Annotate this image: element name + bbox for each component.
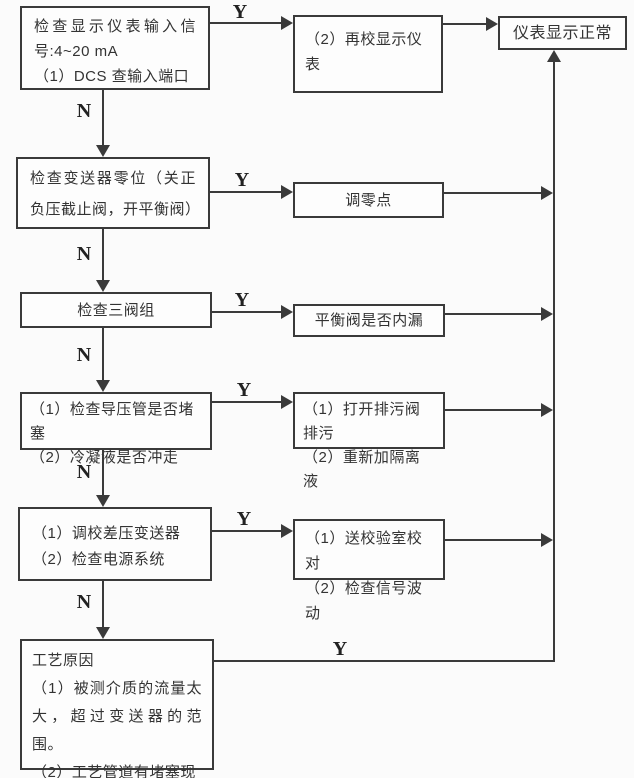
label-yes-3: Y bbox=[234, 289, 250, 311]
node-open-drain-valve: （1）打开排污阀排污 （2）重新加隔离液 bbox=[293, 392, 445, 490]
edge-check-input-to-recalibrate-line bbox=[210, 22, 281, 24]
edge-lab-to-trunk-line bbox=[445, 539, 541, 541]
edge-no-4-line bbox=[102, 450, 104, 496]
edge-calibrate-to-lab-line bbox=[212, 530, 281, 532]
edge-check-input-to-recalibrate-arrowhead-icon bbox=[281, 16, 293, 30]
edge-three-valve-to-balance-line bbox=[212, 311, 281, 313]
node-text: （2）工艺管道有堵塞现象。 bbox=[32, 764, 196, 778]
label-no-2: N bbox=[76, 243, 92, 265]
node-balance-valve-leak: 平衡阀是否内漏 bbox=[293, 304, 445, 337]
edge-recalibrate-to-normal-line bbox=[443, 23, 486, 25]
edge-drain-to-trunk-arrowhead-icon bbox=[541, 403, 553, 417]
node-text: （2）检查信号波动 bbox=[305, 580, 423, 622]
label-yes-4: Y bbox=[236, 379, 252, 401]
node-recalibrate-display: （2）再校显示仪表 bbox=[293, 15, 443, 93]
edge-balance-to-trunk-line bbox=[445, 313, 541, 315]
node-text: （1）送校验室校对 bbox=[305, 530, 423, 572]
edge-no-2-line bbox=[102, 229, 104, 281]
label-no-1: N bbox=[76, 100, 92, 122]
node-check-impulse-pipe: （1）检查导压管是否堵塞 （2）冷凝液是否冲走 bbox=[20, 392, 212, 466]
node-check-transmitter-zero: 检查变送器零位（关正负压截止阀，开平衡阀） bbox=[16, 157, 210, 229]
edge-no-2-arrowhead-icon bbox=[96, 280, 110, 292]
node-text: （1）检查导压管是否堵塞 bbox=[30, 401, 194, 442]
node-text: （1）DCS 查输入端口 bbox=[34, 68, 190, 85]
label-no-3: N bbox=[76, 344, 92, 366]
edge-adjust-to-trunk-arrowhead-icon bbox=[541, 186, 553, 200]
node-text: 检查变送器零位（关正负压截止阀，开平衡阀） bbox=[30, 170, 201, 218]
node-text: （2）检查电源系统 bbox=[32, 551, 165, 568]
edge-lab-to-trunk-arrowhead-icon bbox=[541, 533, 553, 547]
node-text: 仪表显示正常 bbox=[512, 24, 612, 42]
edge-no-3-arrowhead-icon bbox=[96, 380, 110, 392]
node-text: 工艺原因 bbox=[32, 652, 95, 669]
edge-check-zero-to-adjust-arrowhead-icon bbox=[281, 185, 293, 199]
node-text: 调零点 bbox=[345, 191, 392, 209]
edge-recalibrate-to-normal-arrowhead-icon bbox=[486, 17, 498, 31]
node-text: （2）冷凝液是否冲走 bbox=[30, 449, 179, 466]
node-text: 检查三阀组 bbox=[77, 301, 155, 319]
node-text: 平衡阀是否内漏 bbox=[314, 312, 424, 329]
node-check-input-signal: 检查显示仪表输入信号:4~20 mA （1）DCS 查输入端口 bbox=[20, 6, 210, 90]
trunk-arrowhead-up-icon bbox=[547, 50, 561, 62]
label-yes-2: Y bbox=[234, 169, 250, 191]
edge-no-5-line bbox=[102, 581, 104, 628]
edge-no-1-line bbox=[102, 90, 104, 148]
node-adjust-zero-point: 调零点 bbox=[293, 182, 444, 218]
node-calibrate-dp-transmitter: （1）调校差压变送器 （2）检查电源系统 bbox=[18, 507, 212, 581]
edge-no-3-line bbox=[102, 328, 104, 381]
label-no-4: N bbox=[76, 461, 92, 483]
edge-balance-to-trunk-arrowhead-icon bbox=[541, 307, 553, 321]
node-text: （2）重新加隔离液 bbox=[303, 449, 421, 490]
node-process-cause: 工艺原因 （1）被测介质的流量太大，超过变送器的范围。 （2）工艺管道有堵塞现象… bbox=[20, 639, 214, 778]
node-text: （2）再校显示仪表 bbox=[305, 31, 423, 73]
node-check-three-valve: 检查三阀组 bbox=[20, 292, 212, 328]
node-instrument-normal: 仪表显示正常 bbox=[498, 16, 627, 50]
edge-no-1-arrowhead-icon bbox=[96, 145, 110, 157]
node-text: （1）打开排污阀排污 bbox=[303, 401, 421, 442]
edge-drain-to-trunk-line bbox=[445, 409, 541, 411]
label-no-5: N bbox=[76, 591, 92, 613]
edge-three-valve-to-balance-arrowhead-icon bbox=[281, 305, 293, 319]
label-yes-1: Y bbox=[232, 1, 248, 23]
edge-adjust-to-trunk-line bbox=[444, 192, 541, 194]
node-send-calibration-lab: （1）送校验室校对 （2）检查信号波动 bbox=[293, 519, 445, 622]
edge-check-zero-to-adjust-line bbox=[210, 191, 281, 193]
node-text: 检查显示仪表输入信号:4~20 mA bbox=[34, 18, 196, 60]
edge-impulse-to-drain-arrowhead-icon bbox=[281, 395, 293, 409]
node-text: （1）调校差压变送器 bbox=[32, 525, 181, 542]
edge-no-4-arrowhead-icon bbox=[96, 495, 110, 507]
edge-process-cause-to-trunk-line bbox=[214, 660, 555, 662]
label-yes-5: Y bbox=[236, 508, 252, 530]
trunk-line bbox=[553, 60, 555, 662]
edge-no-5-arrowhead-icon bbox=[96, 627, 110, 639]
edge-calibrate-to-lab-arrowhead-icon bbox=[281, 524, 293, 538]
edge-impulse-to-drain-line bbox=[212, 401, 281, 403]
node-text: （1）被测介质的流量太大，超过变送器的范围。 bbox=[32, 680, 202, 753]
label-yes-6: Y bbox=[332, 638, 348, 660]
